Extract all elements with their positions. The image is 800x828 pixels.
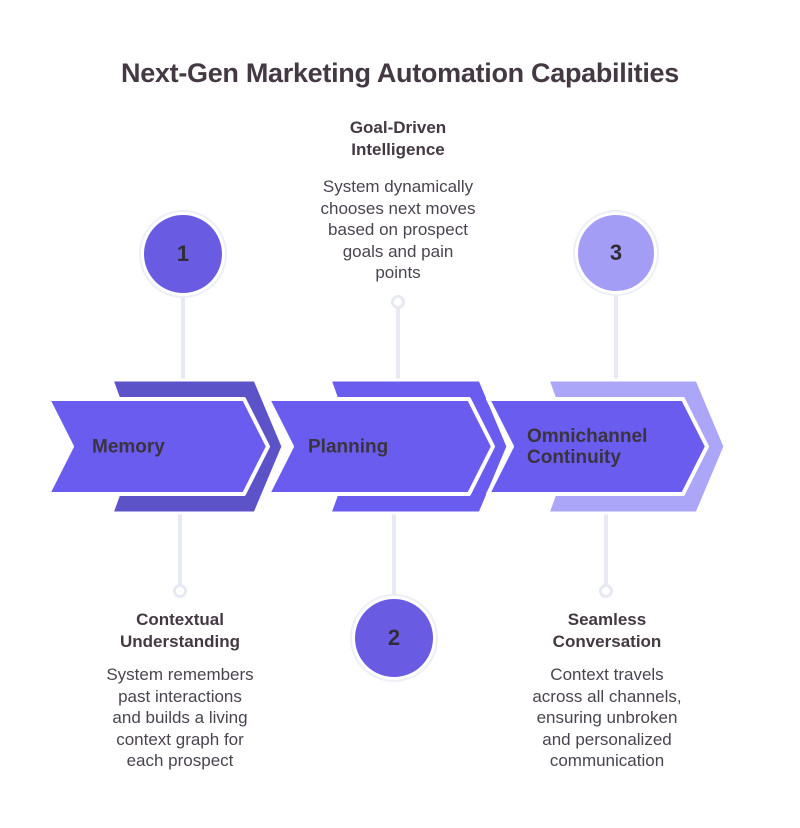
arrow-front-step3: [486, 397, 709, 496]
arrow-label-planning: Planning: [308, 436, 389, 458]
step-number-3: 3: [609, 240, 623, 265]
page-title: Next-Gen Marketing Automation Capabiliti…: [121, 58, 679, 88]
connector-dot-step2-top: [391, 295, 405, 309]
step-number-2: 2: [387, 625, 401, 650]
arrow-front-step1: [46, 397, 270, 496]
connector-dot-step1-bottom: [173, 584, 187, 598]
connector-dot-step3-bottom: [599, 584, 613, 598]
arrow-label-omnichannel-continuity: Omnichannel Continuity: [527, 426, 648, 468]
arrow-front-step2: [266, 397, 495, 496]
step-badge-2: 2: [352, 596, 436, 680]
callout-body-contextual-understanding: System remembers past interactions and b…: [106, 665, 254, 770]
callout-title-goal-driven-intelligence: Goal-Driven Intelligence: [349, 118, 447, 159]
step-badge-1: 1: [141, 212, 225, 296]
callout-title-seamless-conversation: Seamless Conversation: [552, 610, 662, 651]
callout-body-seamless-conversation: Context travels across all channels, ens…: [532, 665, 682, 770]
arrow-label-memory: Memory: [92, 436, 165, 458]
step-badge-3: 3: [575, 212, 657, 294]
callout-title-contextual-understanding: Contextual Understanding: [120, 610, 240, 651]
step-number-1: 1: [176, 241, 190, 266]
callout-body-goal-driven-intelligence: System dynamically chooses next moves ba…: [320, 177, 476, 282]
